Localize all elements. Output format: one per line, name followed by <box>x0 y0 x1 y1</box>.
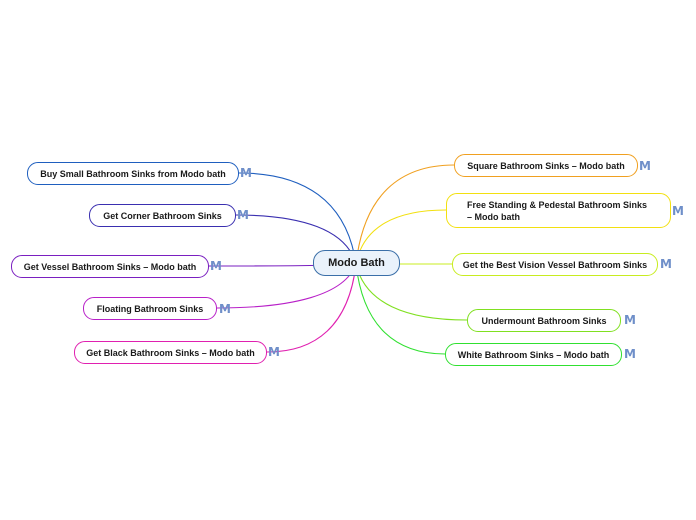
topic-label: Floating Bathroom Sinks <box>96 303 204 314</box>
topic-label: Get Vessel Bathroom Sinks – Modo bath <box>23 261 197 272</box>
topic-best-vision-vessel-sinks[interactable]: Get the Best Vision Vessel Bathroom Sink… <box>452 253 658 276</box>
topic-undermount-bathroom-sinks[interactable]: Undermount Bathroom Sinks <box>467 309 621 332</box>
topic-label: White Bathroom Sinks – Modo bath <box>457 349 610 360</box>
topic-free-standing-pedestal-sinks[interactable]: Free Standing & Pedestal Bathroom Sinks … <box>446 193 671 228</box>
mindmeister-m-icon[interactable]: M <box>624 313 636 327</box>
topic-get-black-bathroom-sinks[interactable]: Get Black Bathroom Sinks – Modo bath <box>74 341 267 364</box>
topic-get-vessel-bathroom-sinks[interactable]: Get Vessel Bathroom Sinks – Modo bath <box>11 255 209 278</box>
topic-link <box>355 263 468 321</box>
mindmeister-m-icon[interactable]: M <box>639 159 651 173</box>
topic-floating-bathroom-sinks[interactable]: Floating Bathroom Sinks <box>83 297 217 320</box>
topic-white-bathroom-sinks[interactable]: White Bathroom Sinks – Modo bath <box>445 343 622 366</box>
topic-link <box>355 263 446 355</box>
topic-link <box>238 172 357 265</box>
root-topic-label: Modo Bath <box>328 257 385 269</box>
mindmeister-m-icon[interactable]: M <box>672 204 684 218</box>
topic-link <box>355 164 455 265</box>
topic-link <box>266 263 357 353</box>
topic-label: Undermount Bathroom Sinks <box>481 315 607 326</box>
mindmeister-m-icon[interactable]: M <box>219 302 231 316</box>
mindmeister-m-icon[interactable]: M <box>624 347 636 361</box>
topic-buy-small-bathroom-sinks[interactable]: Buy Small Bathroom Sinks from Modo bath <box>27 162 239 185</box>
mindmeister-m-icon[interactable]: M <box>268 345 280 359</box>
root-topic[interactable]: Modo Bath <box>313 250 400 276</box>
mindmeister-m-icon[interactable]: M <box>660 257 672 271</box>
topic-label: Get Black Bathroom Sinks – Modo bath <box>86 347 255 358</box>
topic-label: Get the Best Vision Vessel Bathroom Sink… <box>462 259 648 270</box>
topic-label: Get Corner Bathroom Sinks <box>103 210 222 221</box>
mindmeister-m-icon[interactable]: M <box>210 259 222 273</box>
topic-label: Square Bathroom Sinks – Modo bath <box>467 160 625 171</box>
topic-label: Buy Small Bathroom Sinks from Modo bath <box>40 168 226 179</box>
mindmeister-m-icon[interactable]: M <box>237 208 249 222</box>
topic-square-bathroom-sinks[interactable]: Square Bathroom Sinks – Modo bath <box>454 154 638 177</box>
mindmeister-m-icon[interactable]: M <box>240 166 252 180</box>
topic-get-corner-bathroom-sinks[interactable]: Get Corner Bathroom Sinks <box>89 204 236 227</box>
topic-label: Free Standing & Pedestal Bathroom Sinks … <box>467 199 648 222</box>
